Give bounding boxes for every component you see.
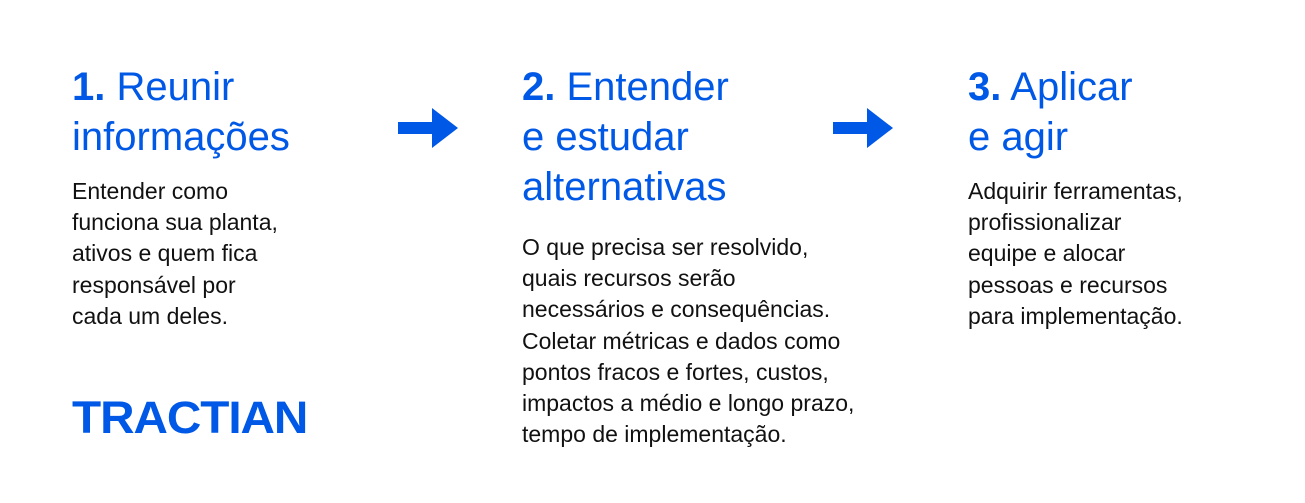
- arrow-right-icon: [398, 108, 458, 148]
- tractian-logo: TRACTIAN: [72, 392, 308, 443]
- arrow-right-icon: [833, 108, 893, 148]
- step-description: O que precisa ser resolvido,quais recurs…: [522, 234, 855, 448]
